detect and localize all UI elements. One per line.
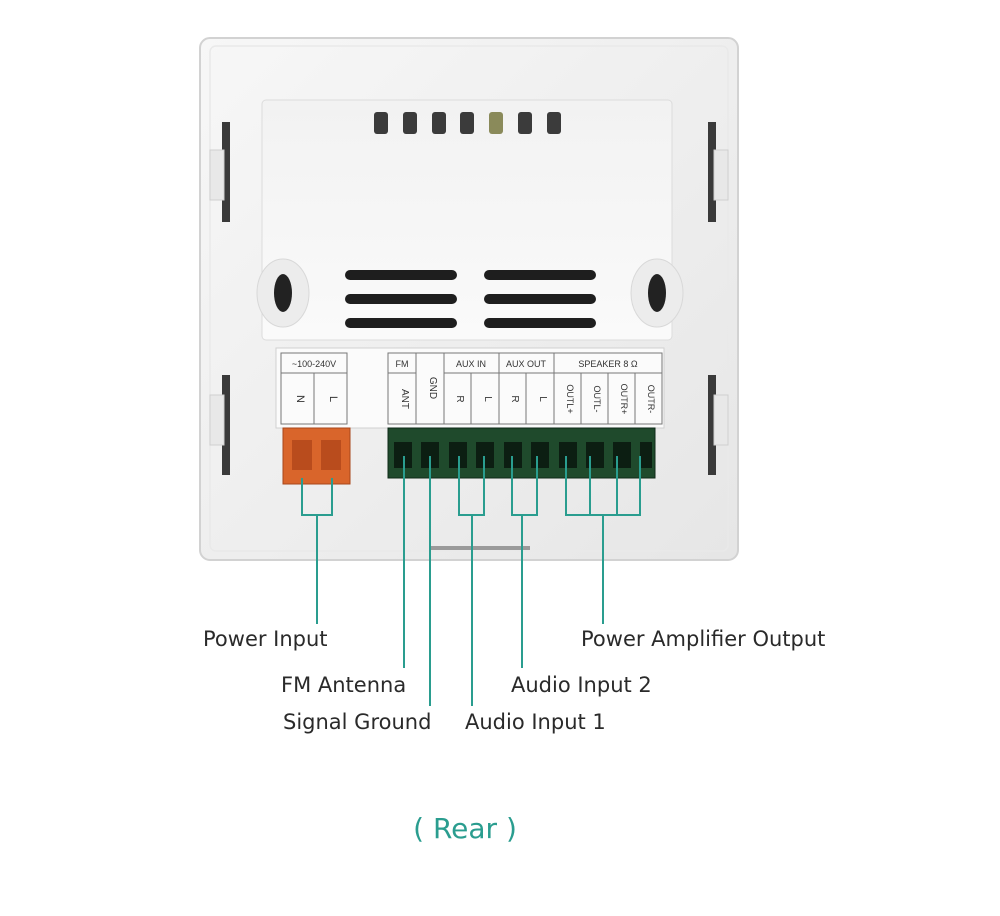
aux-out-l-label: L [537, 396, 548, 402]
gnd-label: GND [427, 377, 438, 399]
power-group-label: ~100-240V [292, 359, 336, 369]
speaker-out-r-plus-label: OUTR+ [619, 384, 629, 415]
power-connector [282, 427, 351, 485]
power-n-label: N [294, 395, 306, 403]
fm-group-label: FM [396, 359, 409, 369]
speaker-out-l-plus-label: OUTL+ [565, 384, 575, 413]
aux-out-r-label: R [509, 395, 520, 402]
audio-input-1-callout: Audio Input 1 [465, 710, 606, 734]
module-housing [261, 99, 673, 341]
aux-in-r-label: R [454, 395, 465, 402]
speaker-group-label: SPEAKER 8 Ω [578, 359, 638, 369]
power-label-box [280, 352, 348, 425]
vent-slots [345, 270, 596, 328]
screw-holes [256, 258, 684, 328]
plate-bottom-lip [430, 546, 530, 550]
signal-ground-callout: Signal Ground [283, 710, 432, 734]
power-amplifier-output-callout: Power Amplifier Output [581, 627, 826, 651]
terminal-label-panel [275, 347, 665, 429]
fm-ant-label: ANT [399, 389, 410, 409]
signal-terminal-block [387, 427, 656, 479]
top-pins [374, 112, 561, 134]
leader-lines [301, 456, 641, 706]
mounting-clips [222, 122, 716, 475]
speaker-out-r-minus-label: OUTR- [646, 385, 656, 414]
plate-inner-edge [209, 45, 729, 552]
speaker-label-box [553, 352, 663, 425]
power-input-callout: Power Input [203, 627, 328, 651]
view-caption: ( Rear ) [413, 812, 517, 845]
fm-antenna-callout: FM Antenna [281, 673, 407, 697]
power-l-label: L [327, 396, 339, 402]
speaker-out-l-minus-label: OUTL- [592, 386, 602, 413]
aux-in-l-label: L [482, 396, 493, 402]
audio-input-2-callout: Audio Input 2 [511, 673, 652, 697]
aux-out-group-label: AUX OUT [506, 359, 547, 369]
aux-in-group-label: AUX IN [456, 359, 486, 369]
